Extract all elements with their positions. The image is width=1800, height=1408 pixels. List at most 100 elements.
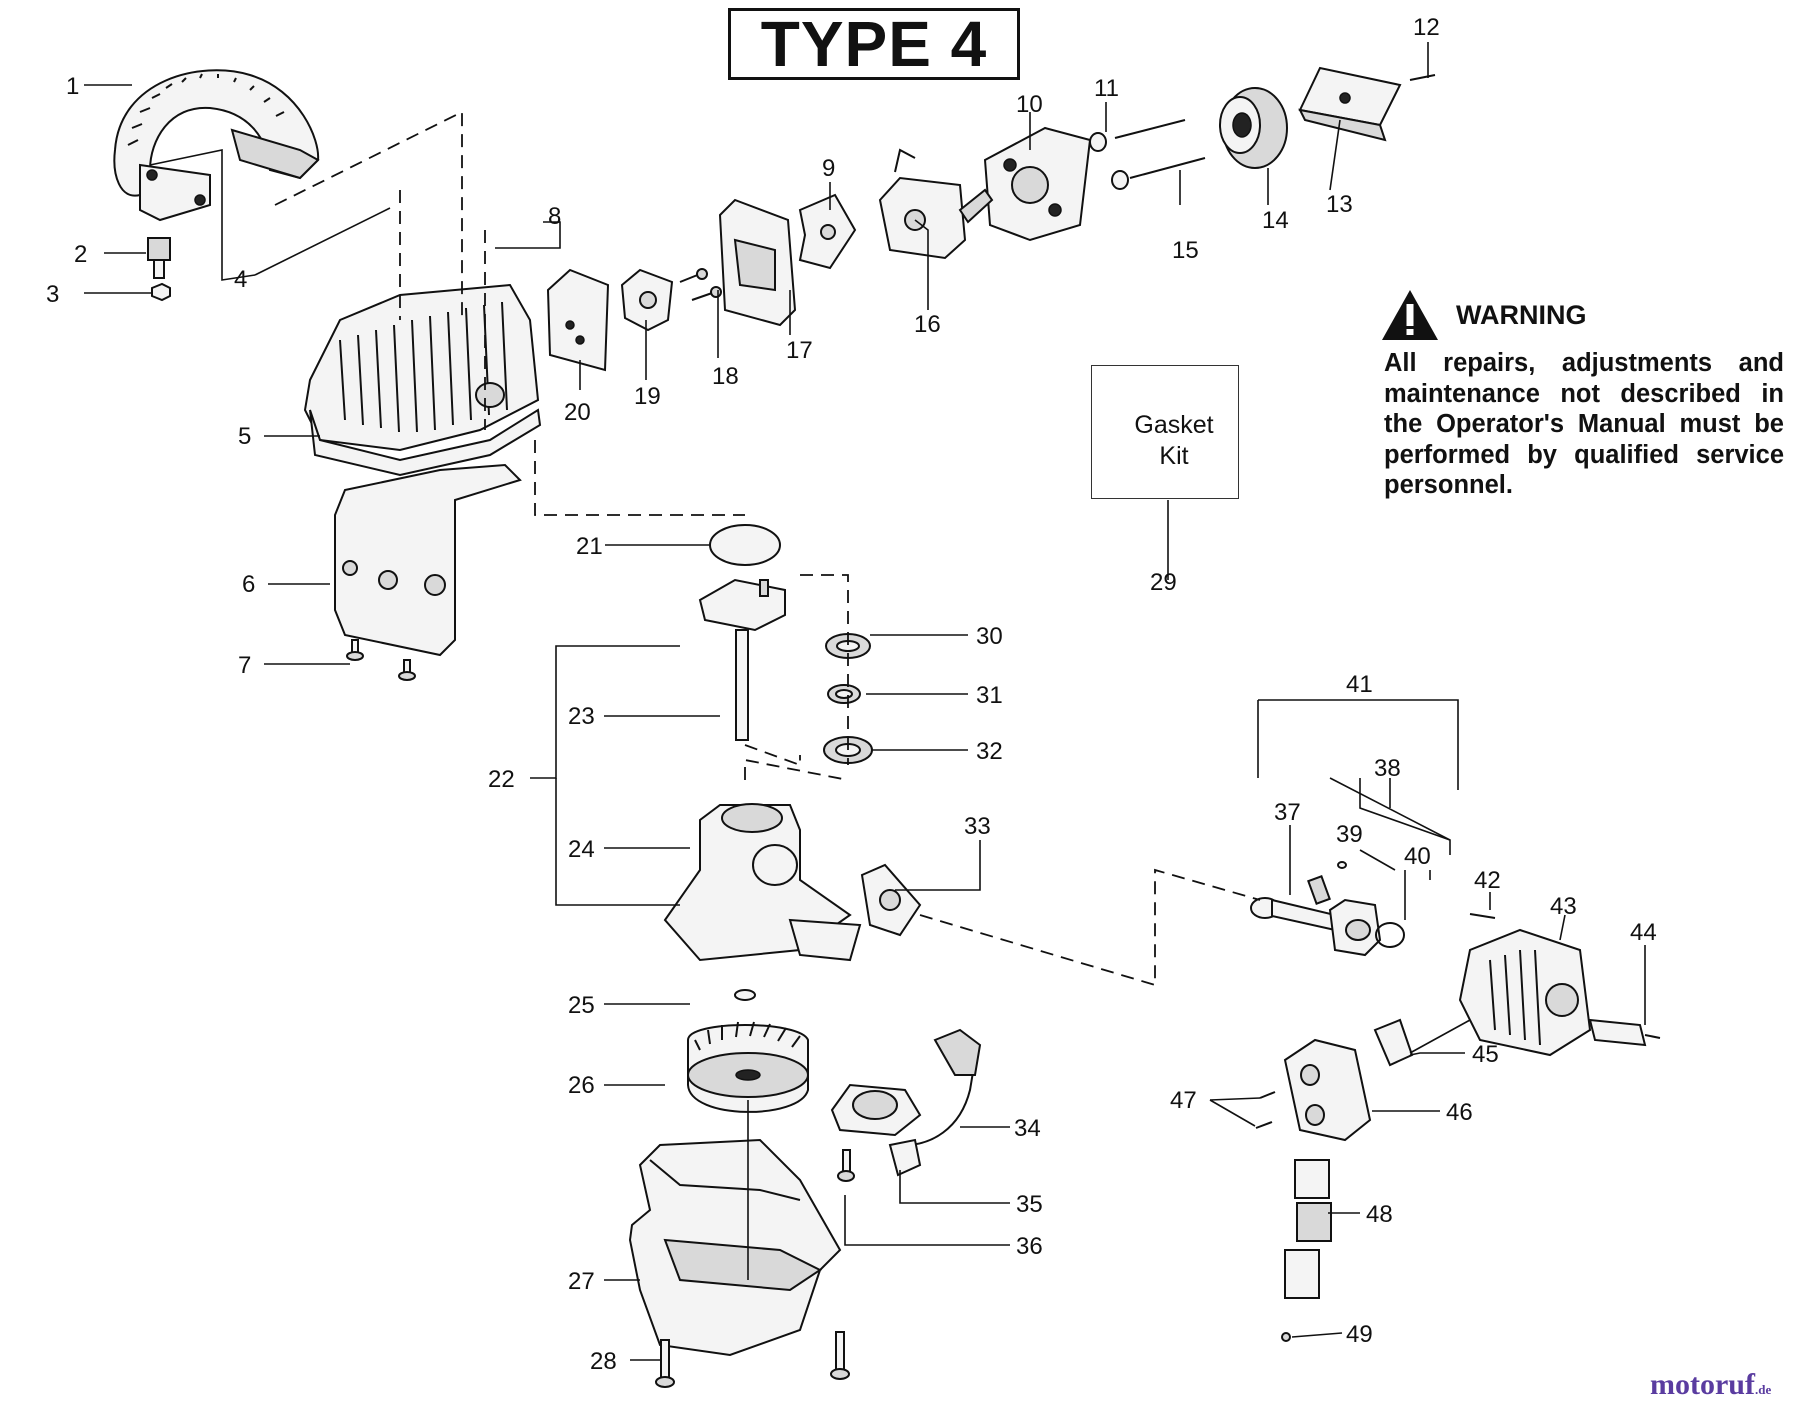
callout-33: 33 <box>964 813 991 840</box>
muffler-part <box>1283 1038 1372 1142</box>
callout-37: 37 <box>1274 799 1301 826</box>
alignment-dashes <box>274 110 1261 987</box>
gasket-kit-label: Gasket Kit <box>1132 410 1216 472</box>
connecting-rod-part <box>1250 897 1336 932</box>
leader-lines <box>84 42 1646 1361</box>
callout-48: 48 <box>1366 1201 1393 1228</box>
callout-23: 23 <box>568 703 595 730</box>
callout-2: 2 <box>74 241 87 268</box>
air-filter-part <box>1219 87 1288 169</box>
callout-1: 1 <box>66 73 79 100</box>
callout-42: 42 <box>1474 867 1501 894</box>
spark-screen-part <box>1284 1159 1332 1299</box>
callout-4: 4 <box>234 266 247 293</box>
callout-21: 21 <box>576 533 603 560</box>
retaining-ring-part <box>1375 922 1405 948</box>
cylinder-screw-part <box>1469 913 1496 919</box>
callout-15: 15 <box>1172 237 1199 264</box>
callout-6: 6 <box>242 571 255 598</box>
adapter-screws-part <box>679 268 722 301</box>
callout-47: 47 <box>1170 1087 1197 1114</box>
callout-9: 9 <box>822 155 835 182</box>
callout-45: 45 <box>1472 1041 1499 1068</box>
callout-labels: 1 2 3 4 5 6 7 8 9 10 11 12 13 14 15 16 1… <box>46 14 1657 1375</box>
callout-25: 25 <box>568 992 595 1019</box>
muffler-gasket-part <box>1373 1018 1414 1067</box>
screen-screw-part <box>1281 1332 1291 1342</box>
callout-36: 36 <box>1016 1233 1043 1260</box>
callout-30: 30 <box>976 623 1003 650</box>
callout-17: 17 <box>786 337 813 364</box>
housing-screws-part <box>655 1331 850 1388</box>
callout-18: 18 <box>712 363 739 390</box>
small-gasket-part <box>798 193 857 270</box>
long-screws-part <box>1089 119 1206 190</box>
cover-shield-part <box>113 69 320 222</box>
callout-27: 27 <box>568 1268 595 1295</box>
callout-24: 24 <box>568 836 595 863</box>
callout-39: 39 <box>1336 821 1363 848</box>
callout-41: 41 <box>1346 671 1373 698</box>
mount-post-part <box>147 237 171 302</box>
key-part <box>734 989 756 1001</box>
page-title: TYPE 4 <box>760 8 988 80</box>
callout-22: 22 <box>488 766 515 793</box>
piston-pin-part <box>1307 861 1347 905</box>
filter-cover-part <box>1298 66 1402 142</box>
callout-31: 31 <box>976 682 1003 709</box>
callout-19: 19 <box>634 383 661 410</box>
callout-5: 5 <box>238 423 251 450</box>
callout-34: 34 <box>1014 1115 1041 1142</box>
callout-26: 26 <box>568 1072 595 1099</box>
warning-heading-row: WARNING <box>1380 288 1587 342</box>
cylinder-gasket-part <box>860 863 922 937</box>
warning-heading: WARNING <box>1456 299 1587 330</box>
type-title-box: TYPE 4 <box>728 8 1020 80</box>
callout-14: 14 <box>1262 207 1289 234</box>
callout-12: 12 <box>1413 14 1440 41</box>
callout-43: 43 <box>1550 893 1577 920</box>
engine-cover-part <box>303 283 542 477</box>
warning-triangle-icon <box>1382 290 1438 340</box>
callout-28: 28 <box>590 1348 617 1375</box>
air-box-part <box>983 126 1092 242</box>
cylinder-part <box>1458 928 1592 1057</box>
callout-38: 38 <box>1374 755 1401 782</box>
spark-plug-part <box>1588 1018 1661 1047</box>
gasket-kit-line2: Kit <box>1159 442 1189 470</box>
fan-housing-part <box>628 1138 842 1357</box>
callout-16: 16 <box>914 311 941 338</box>
callout-3: 3 <box>46 281 59 308</box>
carburetor-part <box>878 148 994 260</box>
watermark-suffix: .de <box>1754 1382 1772 1397</box>
ignition-module-part <box>830 1028 982 1177</box>
callout-20: 20 <box>564 399 591 426</box>
warning-text: All repairs, adjustments and maintenance… <box>1384 349 1784 499</box>
crankcase-part <box>663 803 862 962</box>
callout-40: 40 <box>1404 843 1431 870</box>
piston-part <box>1328 898 1382 957</box>
insulator-plate-part <box>718 198 797 327</box>
watermark-logo: motoruf.de <box>1650 1368 1771 1402</box>
watermark-name: motoruf <box>1650 1368 1755 1401</box>
heat-shield-part <box>334 463 522 657</box>
callout-49: 49 <box>1346 1321 1373 1348</box>
gasket-plate-part <box>546 268 610 372</box>
module-screw-part <box>837 1149 855 1182</box>
adapter-part <box>620 268 674 332</box>
callout-10: 10 <box>1016 91 1043 118</box>
callout-32: 32 <box>976 738 1003 765</box>
flywheel-part <box>687 1021 809 1113</box>
crankshaft-part <box>698 578 786 741</box>
callout-13: 13 <box>1326 191 1353 218</box>
gasket-kit-line1: Gasket <box>1134 411 1214 439</box>
seal-disc-part <box>709 524 781 566</box>
gasket-kit-box: Gasket Kit <box>1091 365 1239 499</box>
callout-11: 11 <box>1094 75 1119 102</box>
screws-part <box>346 639 416 681</box>
callout-46: 46 <box>1446 1099 1473 1126</box>
callout-29: 29 <box>1150 569 1177 596</box>
callout-44: 44 <box>1630 919 1657 946</box>
